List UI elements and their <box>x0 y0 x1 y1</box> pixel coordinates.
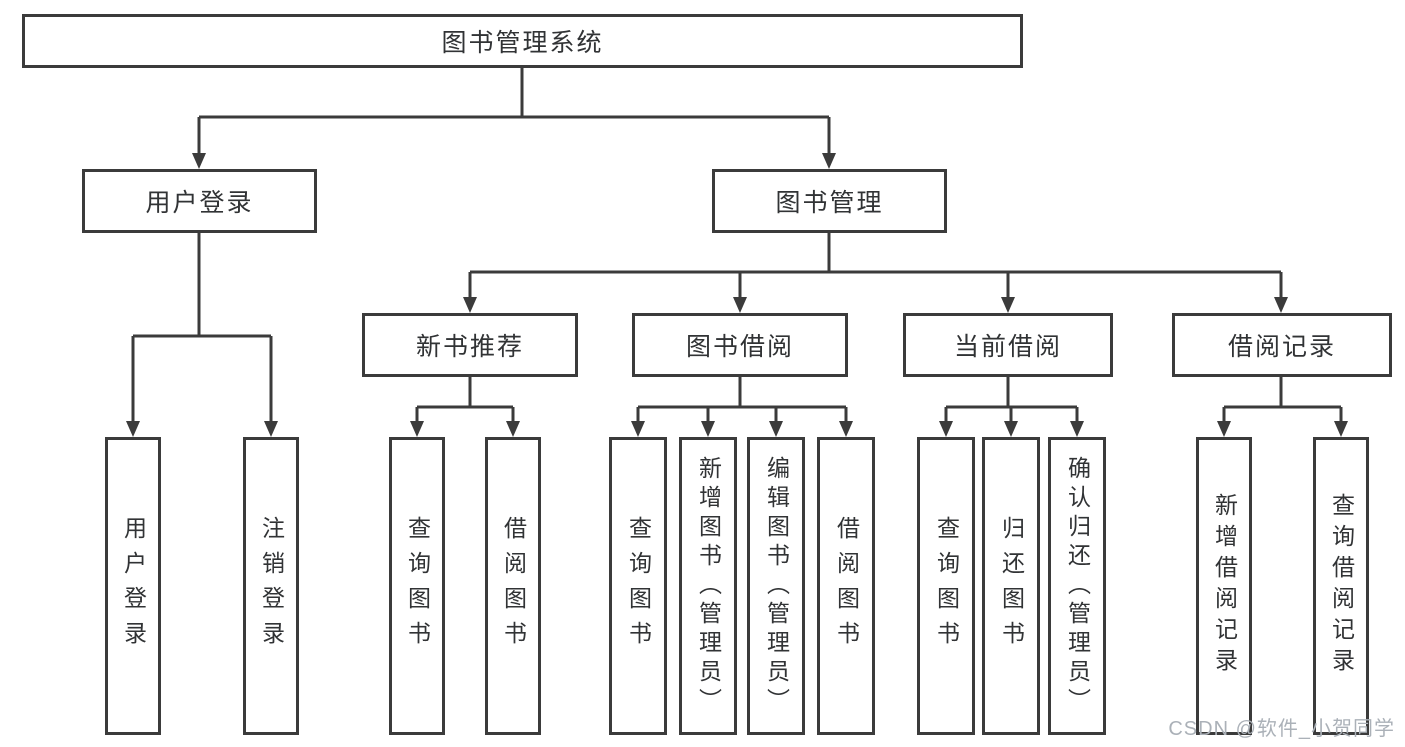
leaf-add-borrow-record: 新增借阅记录 <box>1196 437 1252 735</box>
node-book-borrowing-label: 图书借阅 <box>685 333 794 361</box>
leaf-confirm-return-admin: 确认归还（管理员） <box>1048 437 1106 735</box>
node-new-book-recommend-label: 新书推荐 <box>415 333 524 361</box>
leaf-add-borrow-record-label: 新增借阅记录 <box>1211 493 1238 679</box>
connector-paths <box>131 68 1343 423</box>
node-borrowing-records-label: 借阅记录 <box>1227 333 1336 361</box>
leaf-query-books-1: 查询图书 <box>389 437 445 735</box>
leaf-borrow-books-1-label: 借阅图书 <box>500 516 527 656</box>
leaf-query-books-3-label: 查询图书 <box>933 516 960 656</box>
node-current-borrowing-label: 当前借阅 <box>953 333 1062 361</box>
leaf-confirm-return-admin-label: 确认归还（管理员） <box>1064 455 1091 717</box>
csdn-watermark: CSDN @软件_小贺同学 <box>1168 718 1395 740</box>
arrowheads <box>126 153 1348 437</box>
leaf-logout-label: 注销登录 <box>258 516 285 656</box>
node-borrowing-records: 借阅记录 <box>1172 313 1392 377</box>
node-new-book-recommend: 新书推荐 <box>362 313 578 377</box>
leaf-query-books-1-label: 查询图书 <box>404 516 431 656</box>
leaf-user-login: 用户登录 <box>105 437 161 735</box>
leaf-borrow-books-2-label: 借阅图书 <box>833 516 860 656</box>
leaf-borrow-books-1: 借阅图书 <box>485 437 541 735</box>
leaf-edit-books-admin: 编辑图书（管理员） <box>747 437 805 735</box>
node-current-borrowing: 当前借阅 <box>903 313 1113 377</box>
leaf-add-books-admin: 新增图书（管理员） <box>679 437 737 735</box>
node-user-login: 用户登录 <box>82 169 317 233</box>
node-book-management-label: 图书管理 <box>775 189 884 217</box>
leaf-query-borrow-record: 查询借阅记录 <box>1313 437 1369 735</box>
leaf-borrow-books-2: 借阅图书 <box>817 437 875 735</box>
leaf-add-books-admin-label: 新增图书（管理员） <box>695 455 722 717</box>
leaf-query-books-3: 查询图书 <box>917 437 975 735</box>
node-book-management: 图书管理 <box>712 169 947 233</box>
leaf-return-books-label: 归还图书 <box>998 516 1025 656</box>
leaf-return-books: 归还图书 <box>982 437 1040 735</box>
node-library-management-system: 图书管理系统 <box>22 14 1023 68</box>
node-user-login-label: 用户登录 <box>145 189 254 217</box>
node-library-management-system-label: 图书管理系统 <box>441 29 604 57</box>
leaf-edit-books-admin-label: 编辑图书（管理员） <box>763 455 790 717</box>
leaf-query-borrow-record-label: 查询借阅记录 <box>1328 493 1355 679</box>
leaf-query-books-2-label: 查询图书 <box>625 516 652 656</box>
leaf-query-books-2: 查询图书 <box>609 437 667 735</box>
leaf-user-login-label: 用户登录 <box>120 516 147 656</box>
leaf-logout: 注销登录 <box>243 437 299 735</box>
node-book-borrowing: 图书借阅 <box>632 313 848 377</box>
